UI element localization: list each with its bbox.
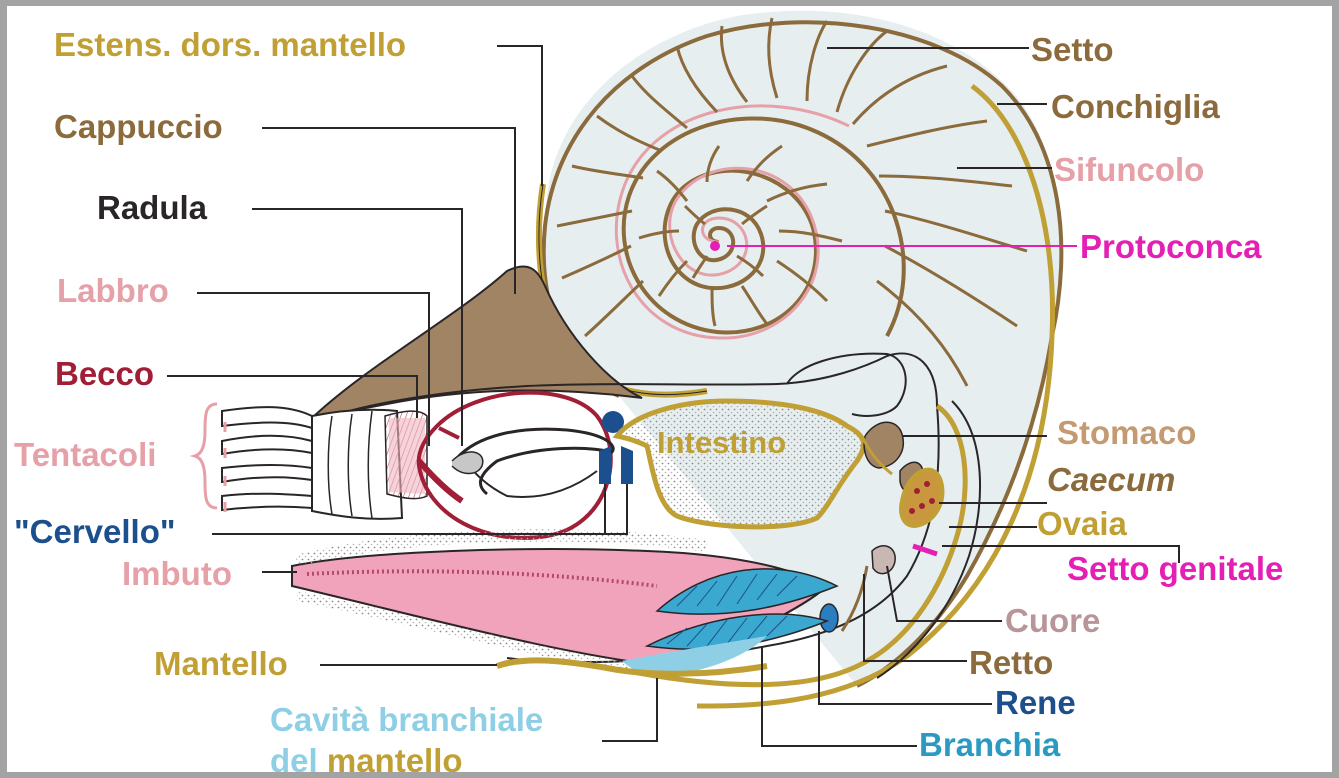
- becco-ring: [419, 393, 611, 538]
- label-cavita-line2: del mantello: [270, 744, 463, 772]
- protoconca-dot: [710, 241, 720, 251]
- diagram-canvas: Estens. dors. mantello Cappuccio Radula …: [7, 6, 1332, 772]
- cuore-shape: [872, 546, 895, 574]
- label-sifuncolo: Sifuncolo: [1054, 153, 1204, 186]
- label-ovaia: Ovaia: [1037, 507, 1127, 540]
- label-setto: Setto: [1031, 33, 1114, 66]
- label-setto-genitale: Setto genitale: [1067, 552, 1283, 585]
- label-mantello: Mantello: [154, 647, 288, 680]
- label-tentacoli: Tentacoli: [14, 438, 156, 471]
- label-becco: Becco: [55, 357, 154, 390]
- label-branchia: Branchia: [919, 728, 1060, 761]
- cervello-shape: [599, 411, 633, 484]
- label-cavita-line1: Cavità branchiale: [270, 703, 543, 736]
- tentacoli-brace: [195, 404, 217, 508]
- label-radula: Radula: [97, 191, 207, 224]
- label-intestino: Intestino: [657, 427, 786, 458]
- label-retto: Retto: [969, 646, 1053, 679]
- label-stomaco: Stomaco: [1057, 416, 1196, 449]
- label-imbuto: Imbuto: [122, 557, 232, 590]
- label-estens: Estens. dors. mantello: [54, 28, 406, 61]
- label-cappuccio: Cappuccio: [54, 110, 223, 143]
- rene-shape: [820, 604, 838, 632]
- tentacles: [222, 407, 312, 512]
- label-protoconca: Protoconca: [1080, 230, 1262, 263]
- intestino-shape: [617, 401, 864, 527]
- label-rene: Rene: [995, 686, 1076, 719]
- label-labbro: Labbro: [57, 274, 169, 307]
- label-conchiglia: Conchiglia: [1051, 90, 1220, 123]
- label-caecum: Caecum: [1047, 463, 1175, 496]
- label-cavita-del: del: [270, 742, 327, 772]
- label-cavita-mantello: mantello: [327, 742, 463, 772]
- label-cuore: Cuore: [1005, 604, 1100, 637]
- label-cervello: "Cervello": [14, 515, 176, 548]
